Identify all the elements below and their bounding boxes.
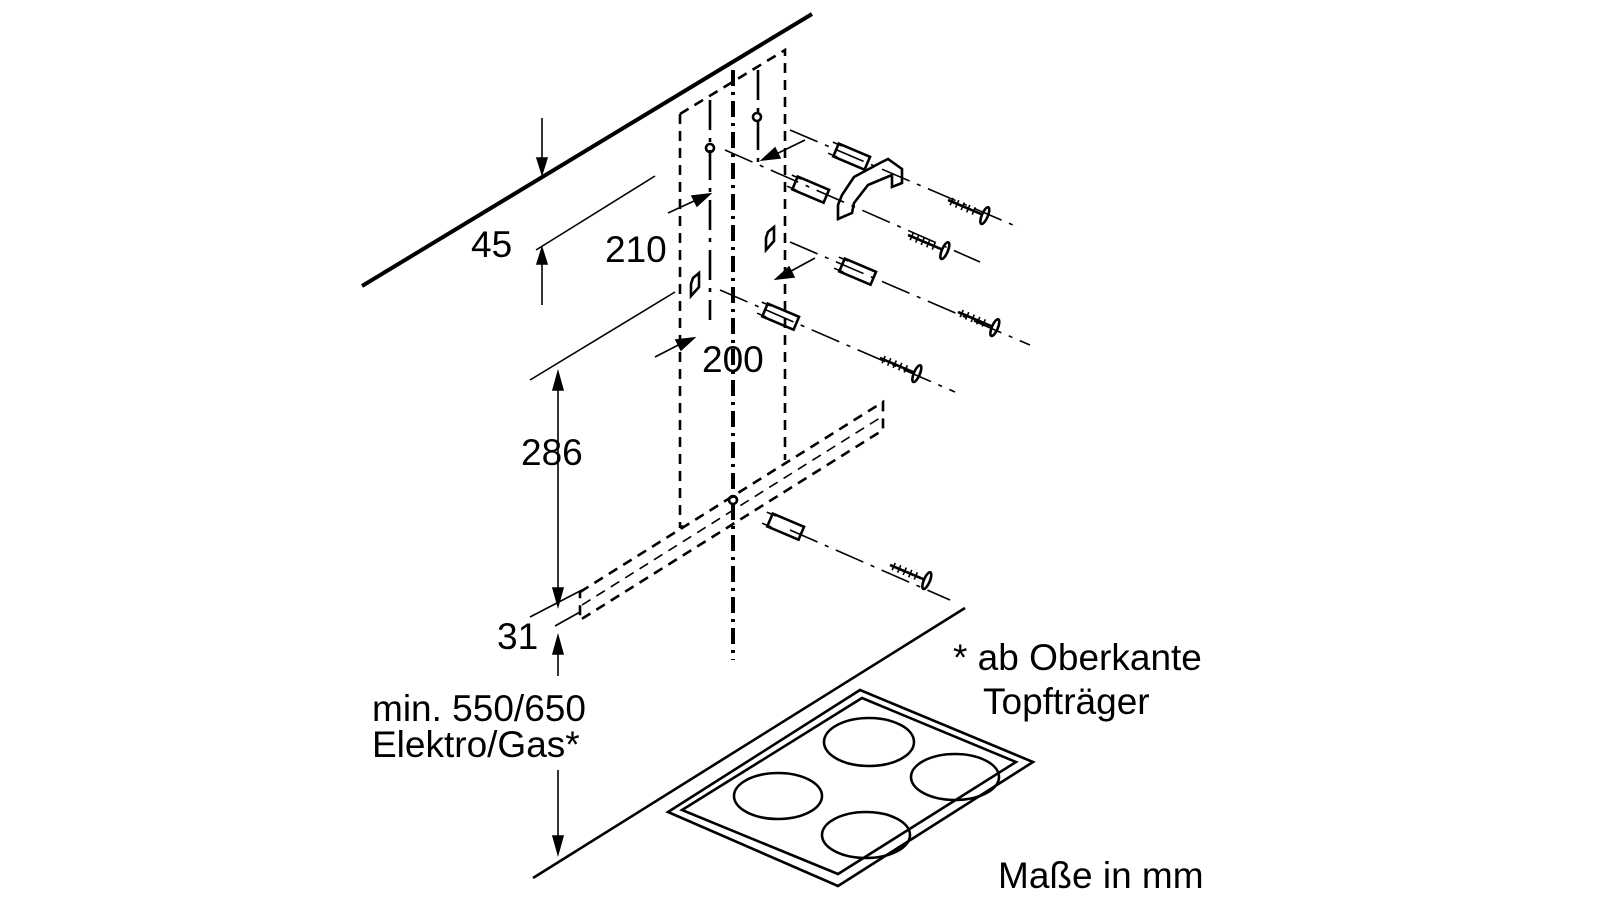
burner-back <box>822 716 916 768</box>
dimension-200: 200 <box>702 339 764 380</box>
burner-left <box>732 771 824 821</box>
cooktop <box>532 606 1036 888</box>
min-height-label-line1: min. 550/650 <box>372 688 586 729</box>
wall-bracket <box>836 157 904 221</box>
dimension-lines <box>529 118 816 857</box>
dimension-286: 286 <box>521 432 583 473</box>
screws <box>879 197 1001 591</box>
dimension-210: 210 <box>605 229 667 270</box>
footnote-line2: Topfträger <box>983 681 1150 722</box>
wall-plugs <box>756 141 878 542</box>
burner-right <box>909 752 1001 802</box>
dimension-45: 45 <box>471 224 513 265</box>
burner-front <box>820 810 912 860</box>
units-note: Maße in mm <box>998 855 1204 896</box>
min-height-label-line2: Elektro/Gas* <box>372 724 580 765</box>
dimension-31: 31 <box>497 616 539 657</box>
assembly-lines <box>719 129 1031 601</box>
ceiling-line <box>360 12 814 288</box>
footnote-line1: * ab Oberkante <box>953 637 1202 678</box>
mounting-holes <box>689 111 776 506</box>
